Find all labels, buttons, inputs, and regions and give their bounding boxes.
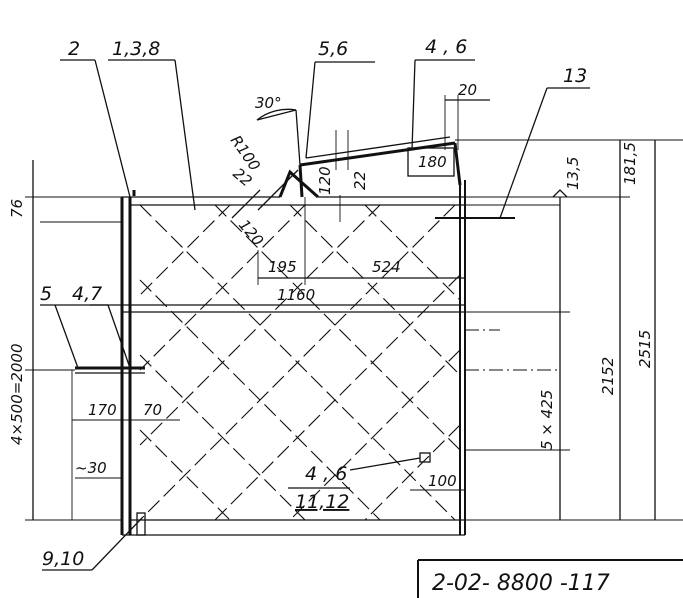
callout-4-6-bottom: 4 , 6 bbox=[305, 463, 347, 485]
leader-lines bbox=[42, 59, 590, 571]
dim-30-approx: ~30 bbox=[75, 459, 107, 477]
dim-22-right: 22 bbox=[351, 171, 369, 190]
callout-4-6-top: 4 , 6 bbox=[425, 36, 467, 58]
panel-outline bbox=[120, 180, 466, 536]
right-dimension-lines bbox=[430, 139, 683, 521]
top-horizontal-dims bbox=[130, 95, 490, 306]
callout-4-7: 4,7 bbox=[72, 283, 102, 305]
callout-5-6: 5,6 bbox=[318, 38, 348, 60]
dim-120-left: 120 bbox=[235, 216, 267, 250]
dim-195: 195 bbox=[268, 258, 297, 276]
callout-1-3-8: 1,3,8 bbox=[112, 38, 160, 60]
dim-76: 76 bbox=[8, 199, 26, 218]
title-block bbox=[417, 559, 683, 598]
callout-11-12: 11,12 bbox=[295, 491, 349, 513]
dim-13-5: 13,5 bbox=[564, 157, 582, 190]
dim-70: 70 bbox=[143, 401, 162, 419]
callout-2: 2 bbox=[68, 38, 80, 60]
left-dimension-lines bbox=[25, 160, 180, 521]
dim-20: 20 bbox=[458, 81, 477, 99]
dim-170: 170 bbox=[88, 401, 117, 419]
dim-181-5: 181,5 bbox=[621, 142, 639, 185]
drawing-code: 2-02- 8800 -117 bbox=[432, 571, 610, 596]
dim-180: 180 bbox=[418, 153, 447, 171]
dim-524: 524 bbox=[372, 258, 401, 276]
dim-1160: 1160 bbox=[277, 286, 315, 304]
callout-5: 5 bbox=[40, 283, 52, 305]
dim-2152: 2152 bbox=[599, 357, 617, 395]
dim-box-180 bbox=[407, 147, 455, 177]
reinforcement-hatch bbox=[139, 204, 461, 521]
dim-4x500: 4×500=2000 bbox=[8, 344, 26, 445]
callout-13: 13 bbox=[563, 65, 587, 87]
dim-120-right: 120 bbox=[316, 166, 334, 195]
dim-5x425: 5 × 425 bbox=[538, 390, 556, 450]
dim-100: 100 bbox=[428, 472, 457, 490]
dim-2515: 2515 bbox=[636, 330, 654, 368]
top-notch bbox=[231, 108, 462, 219]
bracket-mark bbox=[419, 452, 431, 463]
callout-9-10: 9,10 bbox=[42, 548, 84, 570]
dim-30-degrees: 30° bbox=[255, 94, 282, 112]
